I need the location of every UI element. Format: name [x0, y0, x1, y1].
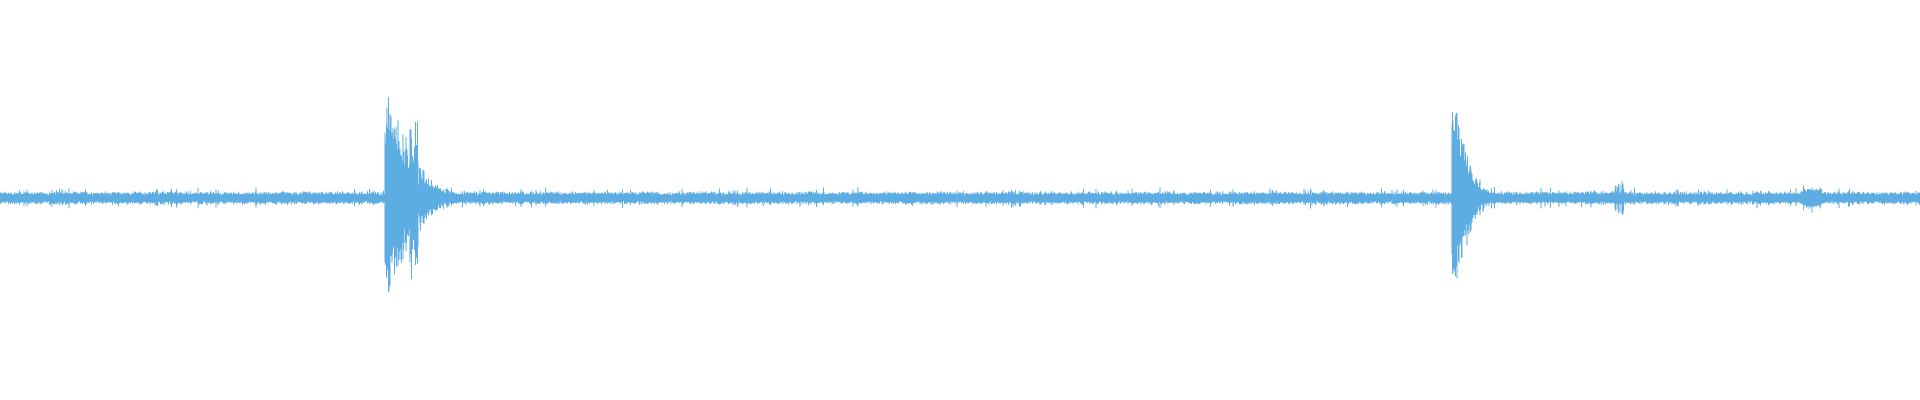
waveform-path [0, 97, 1920, 293]
